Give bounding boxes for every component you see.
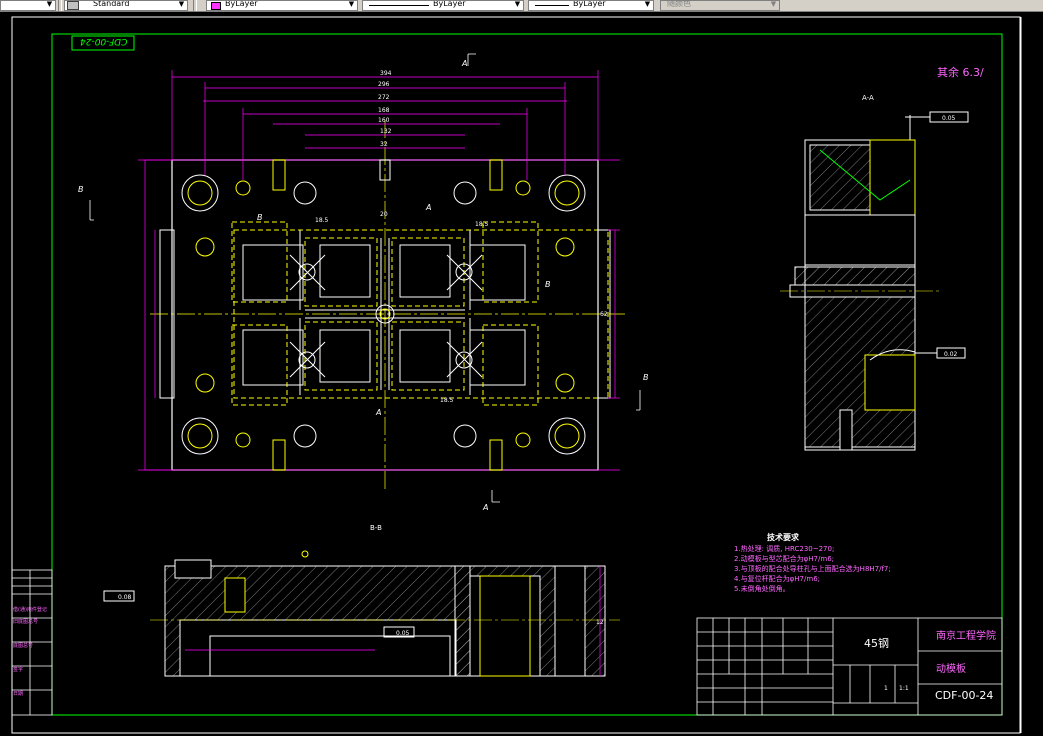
drawing-canvas[interactable]: 394 296 272 168 160 132 32 20 18.5 18.5 …: [0, 11, 1043, 736]
code-box: [71, 35, 135, 51]
sub-runners: [289, 254, 483, 378]
linetype-select[interactable]: ByLayer ▼: [362, 0, 524, 11]
tech-title: 技术要求: [767, 533, 799, 542]
code-mirrored: CDF-00-24: [80, 36, 128, 46]
dim-32: 32: [380, 141, 388, 148]
style-icon: [67, 1, 79, 10]
tech-line-4: 4.与复位杆配合为φH7/m6;: [734, 575, 821, 583]
color-swatch-icon: [211, 2, 221, 10]
cavities: [231, 221, 539, 406]
toolbar-separator: [193, 0, 197, 11]
material-text: 45钢: [864, 637, 889, 650]
lineweight-select[interactable]: ByLayer ▼: [528, 0, 654, 11]
linetype-value: ByLayer: [433, 0, 466, 8]
dim-394: 394: [380, 70, 392, 77]
scale-text: 1:1: [899, 685, 909, 692]
dim-18-5-bottom: 18.5: [440, 397, 454, 404]
tol-frame-aa-bottom: 0.02: [944, 351, 958, 358]
textstyle-combo[interactable]: ▼: [0, 0, 56, 11]
dim-272: 272: [378, 94, 390, 101]
left-strip-labels: 借(通)用件登记 旧底图总号 底图总号 签字 日期: [13, 607, 51, 711]
mark-b-right: B: [643, 373, 649, 382]
plotstyle-select[interactable]: 随颜色 ▼: [660, 0, 780, 11]
chevron-down-icon[interactable]: ▼: [770, 0, 777, 8]
color-value: ByLayer: [225, 0, 258, 8]
mark-b-mid-right: B: [545, 280, 551, 289]
tech-line-3: 3.与顶板的配合处导柱孔与上面配合选为H8H7/f7;: [734, 565, 891, 573]
mark-b-mid-left: B: [257, 213, 263, 222]
drawing-code-text: CDF-00-24: [935, 689, 994, 702]
lineweight-value: ByLayer: [573, 0, 606, 8]
section-aa-title: A-A: [862, 94, 874, 102]
strip-label-1: 借(通)用件登记: [13, 607, 47, 613]
part-name-text: 动模板: [936, 664, 966, 675]
properties-toolbar: ▼ Standard ▼ ByLayer ▼ ByLayer ▼ ByLayer…: [0, 0, 1043, 12]
tech-line-2: 2.动模板与型芯配合为φH7/m6;: [734, 555, 835, 563]
mark-a-bottom: A: [482, 503, 488, 512]
strip-label-3: 底图总号: [13, 643, 34, 649]
strip-label-5: 日期: [13, 691, 24, 697]
mark-a-mid-bottom: A: [375, 408, 381, 417]
tech-line-1: 1.热处理: 调质, HRC230~270;: [734, 545, 835, 553]
mark-a-top: A: [461, 59, 467, 68]
toolbar-separator: [58, 0, 62, 11]
plotstyle-value: 随颜色: [667, 0, 691, 8]
chevron-down-icon[interactable]: ▼: [46, 0, 53, 8]
linetype-preview-icon: [369, 5, 429, 6]
dim-18-5-right: 18.5: [475, 221, 489, 228]
chevron-down-icon[interactable]: ▼: [348, 0, 355, 8]
lineweight-preview-icon: [535, 5, 569, 6]
roughness-note: 其余 6.3/: [937, 66, 984, 79]
mark-b-left: B: [78, 185, 84, 194]
textstyle-value: Standard: [93, 0, 130, 8]
title-block: [696, 617, 1003, 716]
color-select[interactable]: ByLayer ▼: [206, 0, 358, 11]
screw-holes: [272, 159, 503, 471]
dim-18-5: 18.5: [315, 217, 329, 224]
strip-label-4: 签字: [13, 667, 24, 673]
dim-132: 132: [380, 128, 392, 135]
chevron-down-icon[interactable]: ▼: [644, 0, 651, 8]
section-aa-view: [780, 111, 969, 451]
chevron-down-icon[interactable]: ▼: [178, 0, 185, 8]
textstyle-select[interactable]: Standard ▼: [64, 0, 188, 11]
dim-160: 160: [378, 117, 390, 124]
outer-frame: [11, 16, 1021, 734]
tech-line-5: 5.未倒角处倒角。: [734, 585, 790, 593]
mark-a-mid-top: A: [425, 203, 431, 212]
strip-label-2: 旧底图总号: [13, 619, 39, 625]
corner-bushings: [181, 174, 586, 455]
section-marks: [89, 53, 641, 503]
dim-296: 296: [378, 81, 390, 88]
chevron-down-icon[interactable]: ▼: [514, 0, 521, 8]
quantity-text: 1: [884, 685, 888, 692]
tech-requirements: 1.热处理: 调质, HRC230~270; 2.动模板与型芯配合为φH7/m6…: [734, 544, 891, 594]
tol-frame-bb-mid: 0.05: [396, 630, 410, 637]
section-bb-title: B-B: [370, 524, 382, 532]
dim-168: 168: [378, 107, 390, 114]
tol-frame-aa-top: 0.05: [942, 115, 956, 122]
dim-12: 12: [596, 619, 604, 626]
school-text: 南京工程学院: [936, 631, 996, 642]
section-letters: A A B B A A B B: [78, 59, 649, 512]
plan-dim-texts: 394 296 272 168 160 132 32 20 18.5 18.5 …: [315, 70, 608, 404]
plan-view: 394 296 272 168 160 132 32 20 18.5 18.5 …: [78, 53, 649, 512]
dim-62: 62: [600, 311, 608, 318]
dim-20: 20: [380, 211, 388, 218]
section-bb-view: [103, 550, 620, 677]
tol-frame-bb-left: 0.08: [118, 594, 132, 601]
cad-drawing[interactable]: 394 296 272 168 160 132 32 20 18.5 18.5 …: [0, 11, 1043, 736]
left-strip: [11, 569, 53, 716]
inner-frame: [51, 33, 1003, 716]
dimension-lines: [138, 70, 620, 471]
